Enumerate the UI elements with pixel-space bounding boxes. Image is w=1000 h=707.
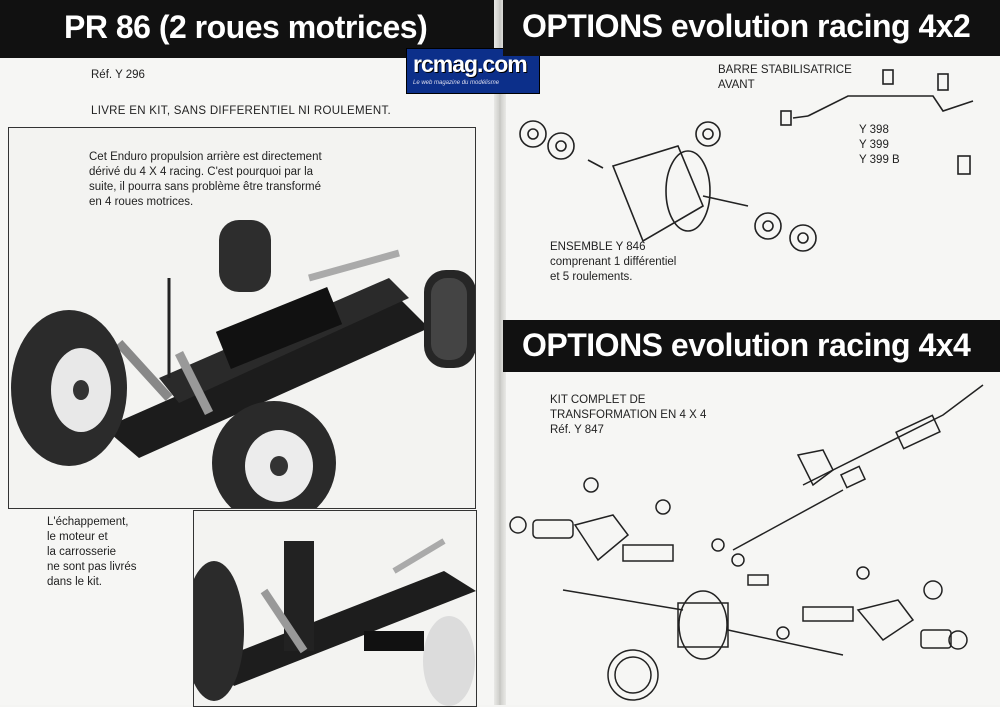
options-4x4-banner: OPTIONS evolution racing 4x4 [503,320,1000,372]
page-title: PR 86 (2 roues motrices) [64,9,428,45]
left-title-banner: PR 86 (2 roues motrices) [0,0,497,58]
stabilizer-refs: Y 398 Y 399 Y 399 B [859,124,900,166]
options-4x2-banner: OPTIONS evolution racing 4x2 [503,0,1000,56]
differential-diagram [519,69,974,252]
options-4x4-title: OPTIONS evolution racing 4x4 [522,327,971,363]
main-photo-frame: Cet Enduro propulsion arrière est direct… [8,127,476,509]
buggy-photo [11,220,475,508]
right-page: OPTIONS evolution racing 4x2 BARRE STABI… [503,0,1000,705]
reference-text: Réf. Y 296 [91,69,145,81]
stabilizer-label: BARRE STABILISATRICE AVANT [718,64,852,91]
kit-note: LIVRE EN KIT, SANS DIFFERENTIEL NI ROULE… [91,105,391,117]
kit-4x4-label: KIT COMPLET DE TRANSFORMATION EN 4 X 4 R… [550,394,707,436]
logo-tagline: Le web magazine du modélisme [413,80,500,86]
description-text: Cet Enduro propulsion arrière est direct… [89,151,322,208]
left-page: PR 86 (2 roues motrices) Réf. Y 296 LIVR… [0,0,497,707]
options-4x2-title: OPTIONS evolution racing 4x2 [522,8,971,44]
ensemble-label: ENSEMBLE Y 846 comprenant 1 différentiel… [550,241,677,283]
buggy-detail-photo [194,538,476,706]
transformation-kit-diagram [509,384,984,701]
exhaust-note: L'échappement, le moteur et la carrosser… [47,516,137,588]
binding-gutter [494,0,506,705]
secondary-photo-frame [193,510,477,707]
